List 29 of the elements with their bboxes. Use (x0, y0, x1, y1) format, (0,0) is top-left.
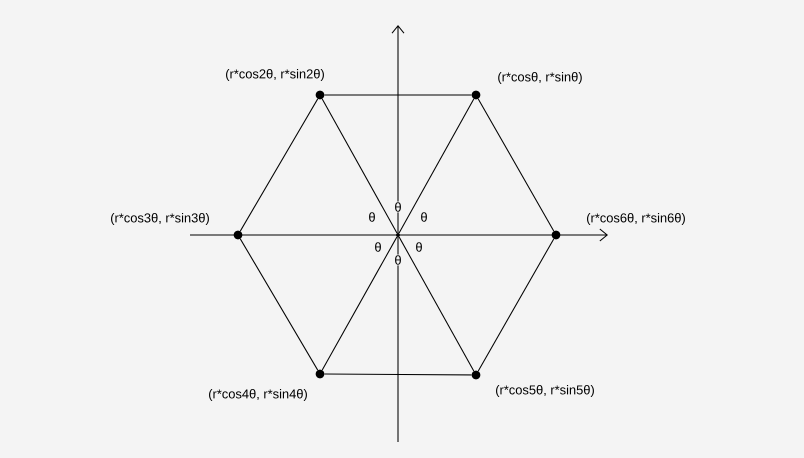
point (316, 90, 324, 100)
point (396, 233, 400, 237)
line (398, 236, 474, 372)
point (472, 90, 480, 100)
point-label: (r*cosθ, r*sinθ) (498, 72, 582, 84)
point (316, 370, 324, 378)
angle-label: θ (394, 254, 402, 266)
angle-label: θ (374, 242, 382, 252)
line (478, 98, 554, 232)
angle-label: θ (414, 242, 424, 252)
point (472, 370, 480, 380)
point-label: (r*cos3θ, r*sin3θ) (111, 213, 209, 225)
angle-label: θ (368, 212, 376, 222)
point (552, 230, 560, 240)
angle-label: θ (394, 202, 402, 212)
line (240, 238, 318, 370)
line (478, 238, 554, 372)
point (234, 230, 242, 240)
point-label: (r*cos5θ, r*sin5θ) (496, 384, 594, 397)
point-label: (r*cos4θ, r*sin4θ) (209, 388, 307, 401)
line (398, 98, 474, 234)
point-label: (r*cos6θ, r*sin6θ) (587, 213, 685, 225)
line (322, 236, 398, 370)
angle-label: θ (420, 212, 428, 222)
point-label: (r*cos2θ, r*sin2θ) (226, 69, 324, 81)
line (324, 373, 472, 376)
line (324, 94, 472, 96)
line (322, 98, 398, 234)
line (240, 98, 318, 232)
